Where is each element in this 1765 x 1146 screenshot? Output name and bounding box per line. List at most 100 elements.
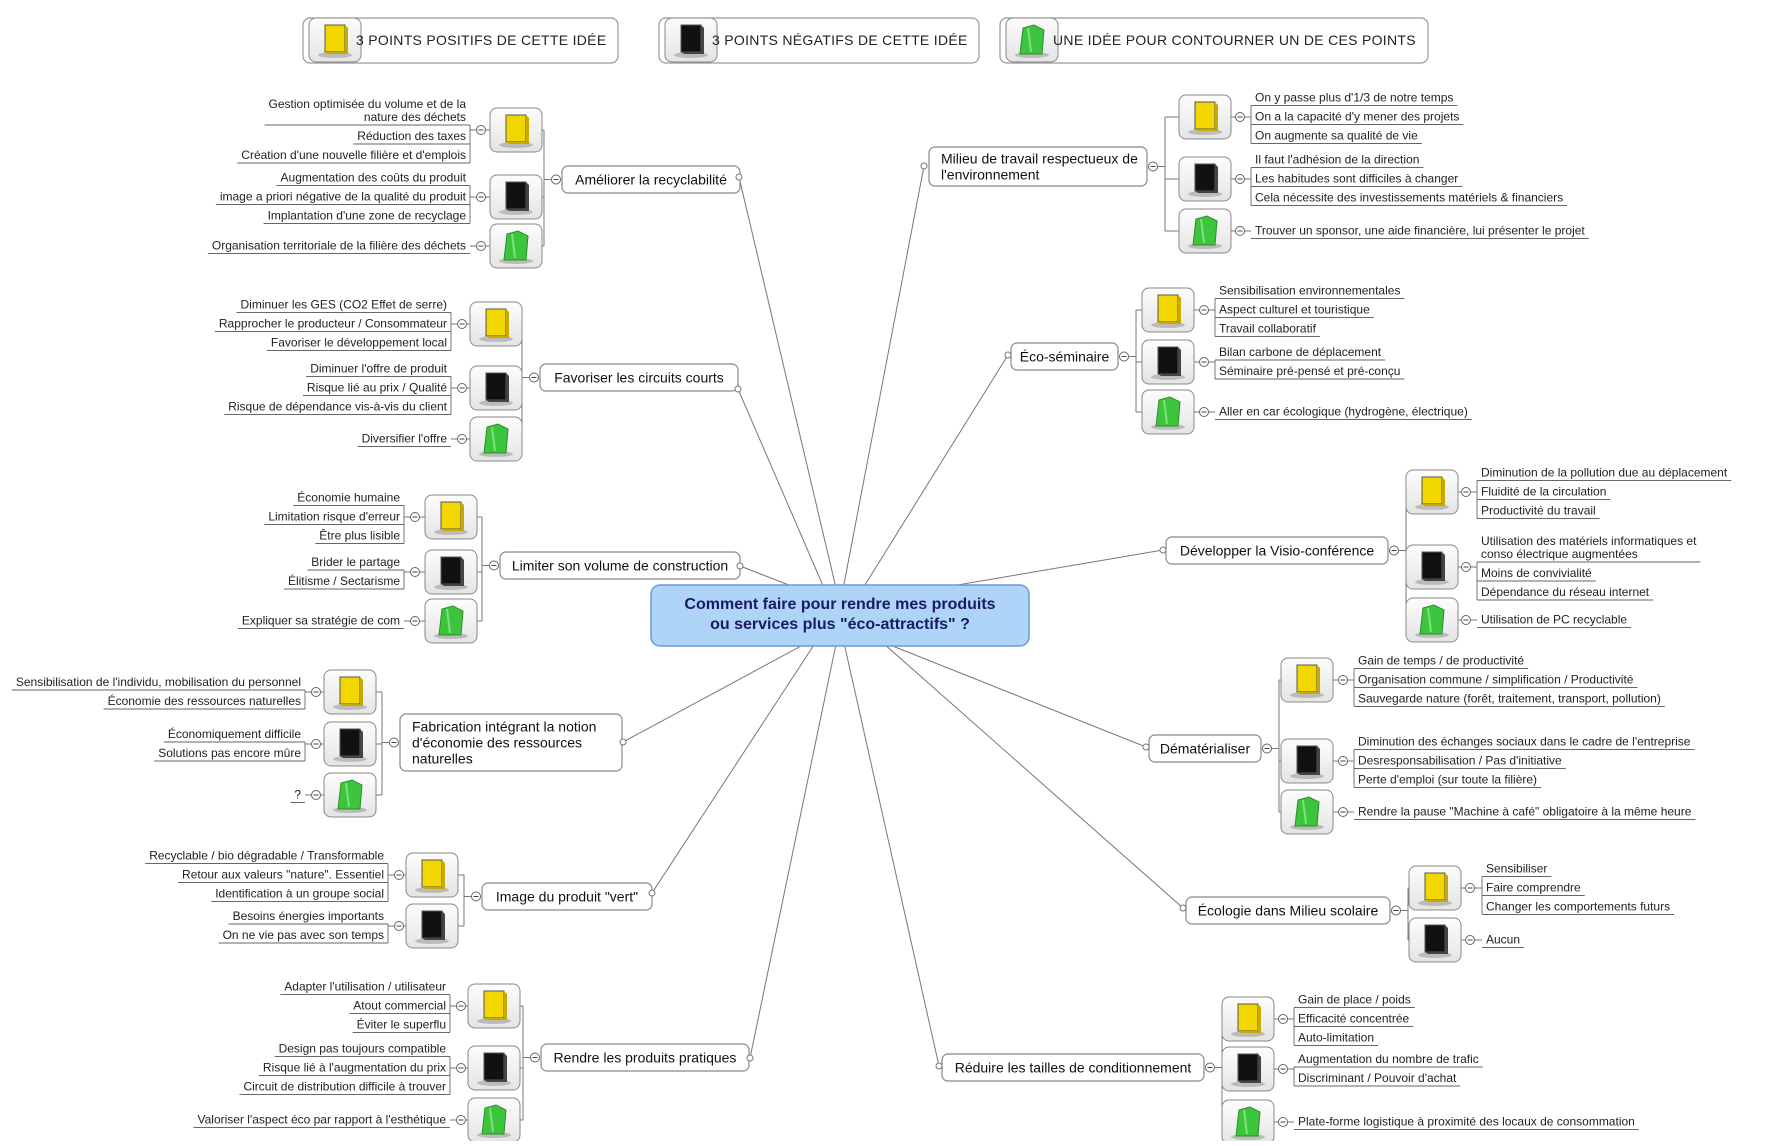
leaf-item[interactable]: Expliquer sa stratégie de com [237,614,404,629]
leaf-item[interactable]: Auto-limitation [1294,1031,1379,1046]
black-idea-icon[interactable] [1141,339,1195,385]
leaf-item[interactable]: Création d'une nouvelle filière et d'emp… [237,148,470,164]
leaf-item[interactable]: Sensibiliser [1482,862,1552,877]
topic-0[interactable]: Améliorer la recyclabilité [551,165,743,194]
leaf-item[interactable]: Réduction des taxes [353,129,470,145]
black-idea-icon[interactable] [323,721,377,767]
green-idea-icon[interactable] [1141,389,1195,435]
leaf-item[interactable]: Trouver un sponsor, une aide financière,… [1251,224,1589,239]
black-idea-icon[interactable] [489,174,543,220]
legend-green-icon[interactable] [1005,17,1059,63]
leaf-item[interactable]: Bilan carbone de déplacement [1215,345,1386,361]
leaf-item[interactable]: Gain de temps / de productivité [1354,654,1529,669]
leaf-item[interactable]: Changer les comportements futurs [1482,900,1675,915]
leaf-item[interactable]: Utilisation de PC recyclable [1477,613,1632,628]
yellow-idea-icon[interactable] [1408,865,1462,911]
leaf-item[interactable]: Diversifier l'offre [357,432,451,447]
black-idea-icon[interactable] [469,365,523,411]
topic-9[interactable]: Dématérialiser [1142,734,1272,763]
leaf-item[interactable]: On ne vie pas avec son temps [218,928,388,944]
leaf-item[interactable]: Diminuer les GES (CO2 Effet de serre) [236,298,451,313]
yellow-idea-icon[interactable] [1221,996,1275,1042]
leaf-item[interactable]: Cela nécessite des investissements matér… [1251,191,1568,206]
leaf-item[interactable]: Risque lié au prix / Qualité [302,381,451,396]
leaf-item[interactable]: Design pas toujours compatible [274,1042,450,1057]
leaf-item[interactable]: Être plus lisible [315,528,404,544]
green-idea-icon[interactable] [489,223,543,269]
leaf-item[interactable]: Moins de convivialité [1477,566,1596,582]
leaf-item[interactable]: Économiquement difficile [163,726,305,743]
black-idea-icon[interactable] [1280,738,1334,784]
leaf-item[interactable]: Les habitudes sont difficiles à changer [1251,172,1463,187]
leaf-item[interactable]: Valoriser l'aspect éco par rapport à l'e… [193,1113,451,1128]
leaf-item[interactable]: Recyclable / bio dégradable / Transforma… [145,849,388,864]
black-idea-icon[interactable] [405,903,459,949]
leaf-item[interactable]: Diminuer l'offre de produit [306,362,451,377]
leaf-item[interactable]: Gain de place / poids [1294,993,1415,1008]
leaf-item[interactable]: Gestion optimisée du volume et de lanatu… [264,97,470,126]
topic-5[interactable]: Rendre les produits pratiques [530,1043,754,1072]
leaf-item[interactable]: Diminution de la pollution due au déplac… [1477,466,1732,481]
leaf-item[interactable]: Faire comprendre [1482,881,1585,896]
yellow-idea-icon[interactable] [1141,287,1195,333]
yellow-idea-icon[interactable] [489,107,543,153]
leaf-item[interactable]: ? [290,788,305,803]
legend-yellow-icon[interactable] [308,17,362,63]
leaf-item[interactable]: Productivité du travail [1477,504,1600,519]
leaf-item[interactable]: Identification à un groupe social [211,887,388,902]
leaf-item[interactable]: Implantation d'une zone de recyclage [263,209,470,224]
leaf-item[interactable]: Diminution des échanges sociaux dans le … [1354,735,1695,750]
green-idea-icon[interactable] [469,416,523,462]
leaf-item[interactable]: On augmente sa qualité de vie [1251,129,1422,144]
black-idea-icon[interactable] [1405,544,1459,590]
leaf-item[interactable]: Solutions pas encore mûre [154,746,305,762]
leaf-item[interactable]: Adapter l'utilisation / utilisateur [280,980,450,995]
black-idea-icon[interactable] [1221,1046,1275,1092]
leaf-item[interactable]: Sauvegarde nature (forêt, traitement, tr… [1354,692,1665,707]
leaf-item[interactable]: On y passe plus d'1/3 de notre temps [1251,91,1458,106]
green-idea-icon[interactable] [1221,1099,1275,1145]
topic-3[interactable]: Fabrication intégrant la notiond'économi… [389,713,627,772]
leaf-item[interactable]: Rapprocher le producteur / Consommateur [214,317,451,332]
green-idea-icon[interactable] [467,1097,521,1143]
yellow-idea-icon[interactable] [323,669,377,715]
green-idea-icon[interactable] [424,598,478,644]
leaf-item[interactable]: Risque de dépendance vis-à-vis du client [224,400,451,415]
black-idea-icon[interactable] [467,1045,521,1091]
yellow-idea-icon[interactable] [424,494,478,540]
yellow-idea-icon[interactable] [1405,469,1459,515]
leaf-item[interactable]: Plate-forme logistique à proximité des l… [1294,1115,1639,1130]
green-idea-icon[interactable] [323,772,377,818]
leaf-item[interactable]: Desresponsabilisation / Pas d'initiative [1354,754,1566,769]
topic-2[interactable]: Limiter son volume de construction [489,551,744,580]
green-idea-icon[interactable] [1405,597,1459,643]
leaf-item[interactable]: Éviter le superflu [352,1017,450,1033]
leaf-item[interactable]: Efficacité concentrée [1294,1012,1414,1027]
green-idea-icon[interactable] [1280,789,1334,835]
leaf-item[interactable]: Rendre la pause "Machine à café" obligat… [1354,805,1696,820]
legend-black-icon[interactable] [664,17,718,63]
leaf-item[interactable]: On a la capacité d'y mener des projets [1251,110,1464,125]
leaf-item[interactable]: Brider le partage [307,555,404,571]
leaf-item[interactable]: Perte d'emploi (sur toute la filière) [1354,773,1542,788]
leaf-item[interactable]: Retour aux valeurs "nature". Essentiel [178,868,388,883]
yellow-idea-icon[interactable] [1178,94,1232,140]
leaf-item[interactable]: Sensibilisation environnementales [1215,284,1405,299]
yellow-idea-icon[interactable] [467,983,521,1029]
yellow-idea-icon[interactable] [405,852,459,898]
leaf-item[interactable]: Fluidité de la circulation [1477,485,1611,500]
topic-7[interactable]: Éco-séminaire [1004,342,1129,371]
central-topic[interactable]: Comment faire pour rendre mes produitsou… [650,584,1030,647]
leaf-item[interactable]: Élitisme / Sectarisme [283,573,404,590]
yellow-idea-icon[interactable] [469,301,523,347]
leaf-item[interactable]: Économie humaine [293,490,404,506]
leaf-item[interactable]: Risque lié à l'augmentation du prix [258,1061,450,1076]
leaf-item[interactable]: Dépendance du réseau internet [1477,585,1654,601]
leaf-item[interactable]: Sensibilisation de l'individu, mobilisat… [11,675,305,691]
topic-10[interactable]: Écologie dans Milieu scolaire [1179,896,1401,925]
black-idea-icon[interactable] [1408,917,1462,963]
leaf-item[interactable]: Organisation territoriale de la filière … [207,239,470,254]
leaf-item[interactable]: Circuit de distribution difficile à trou… [239,1080,450,1095]
leaf-item[interactable]: Utilisation des matériels informatiques … [1477,534,1701,563]
leaf-item[interactable]: Besoins énergies importants [228,909,388,925]
